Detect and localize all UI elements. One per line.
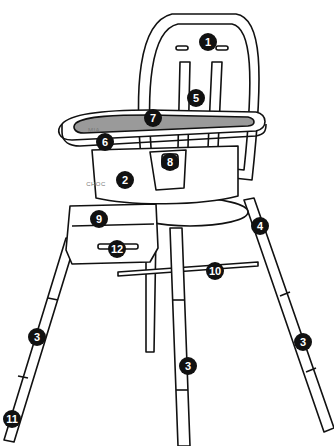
callout-number: 3 (294, 333, 312, 351)
callout-number: 6 (96, 133, 114, 151)
leg-joint (176, 389, 188, 391)
leg-joint (280, 292, 290, 296)
callout-number: 7 (144, 109, 162, 127)
callout-number: 11 (3, 410, 21, 428)
leg-joint (173, 299, 185, 301)
callout-number: 12 (108, 240, 126, 258)
callout-number: 2 (116, 171, 134, 189)
footrest-edge (72, 224, 154, 226)
callout-number: 4 (251, 217, 269, 235)
seat-base (92, 146, 238, 204)
tray (59, 110, 265, 140)
leg-joint (306, 368, 316, 372)
callout-number: 10 (206, 262, 224, 280)
callout-number: 9 (90, 210, 108, 228)
leg-joint (18, 376, 28, 378)
crossbar (118, 262, 258, 276)
leg-joint (48, 298, 58, 300)
left-leg (4, 238, 76, 442)
crotch-strap (150, 150, 186, 190)
callout-number: 8 (161, 153, 179, 171)
tray-insert (74, 115, 254, 133)
callout-number: 5 (187, 89, 205, 107)
brand-text: MIA (88, 127, 100, 133)
harness-slot (216, 46, 228, 50)
callout-number: 1 (199, 33, 217, 51)
front-leg (170, 228, 190, 446)
brand-text: CHOC (86, 181, 106, 187)
right-leg (244, 198, 334, 432)
harness-slot (176, 46, 188, 50)
callout-number: 3 (28, 328, 46, 346)
harness-strap (208, 62, 222, 148)
callout-number: 3 (179, 357, 197, 375)
footrest (66, 204, 158, 264)
